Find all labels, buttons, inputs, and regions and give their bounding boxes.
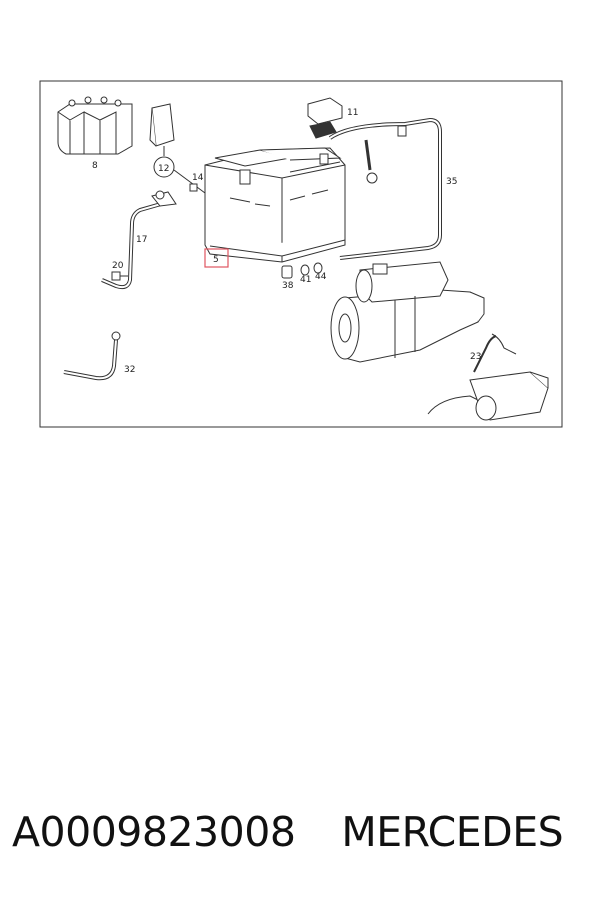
screw-20-part <box>111 271 128 281</box>
sensor-23-part <box>427 371 549 421</box>
label-44: 44 <box>315 272 327 282</box>
label-38: 38 <box>282 281 294 291</box>
label-14: 14 <box>192 173 204 183</box>
label-20: 20 <box>112 261 124 271</box>
starter-motor-part <box>330 261 485 363</box>
bracket-12-part <box>149 103 175 156</box>
label-41: 41 <box>300 275 311 285</box>
label-8: 8 <box>92 161 98 171</box>
battery-caps-part <box>57 96 133 155</box>
label-32: 32 <box>124 365 135 375</box>
callout-12-circle <box>153 156 175 178</box>
highlight-box-5 <box>204 248 229 268</box>
label-23: 23 <box>470 352 481 362</box>
brand-name: MERCEDES <box>341 808 564 856</box>
part-number: A0009823008 <box>12 808 296 856</box>
terminal-11-part <box>307 97 343 139</box>
label-17: 17 <box>136 235 147 245</box>
label-11: 11 <box>347 108 358 118</box>
caption: A0009823008 MERCEDES <box>12 800 600 864</box>
label-12: 12 <box>158 164 169 174</box>
nuts-parts <box>281 262 323 279</box>
battery-part <box>204 147 346 263</box>
parts-diagram: 8 12 14 5 11 35 17 20 <box>39 80 563 428</box>
label-35: 35 <box>446 177 457 187</box>
label-5: 5 <box>213 255 219 265</box>
